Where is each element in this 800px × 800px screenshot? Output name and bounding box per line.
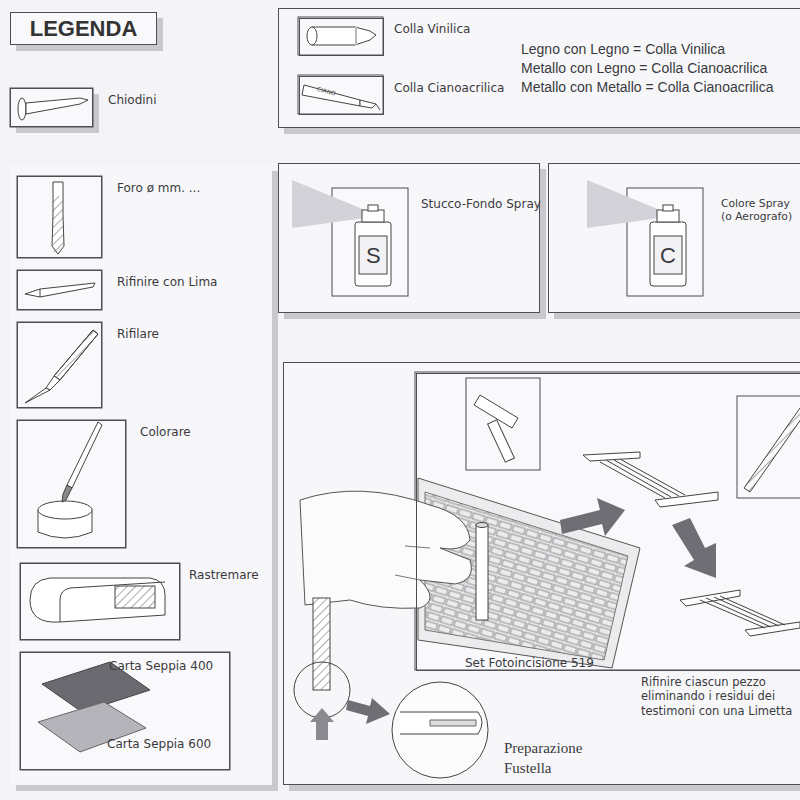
box-label: Carta Seppia 400 xyxy=(109,659,213,674)
legend-box: Foro ø mm. ... xyxy=(17,176,102,258)
box-label: Carta Seppia 600 xyxy=(107,737,211,752)
legend-box: Stucco-Fondo Spray xyxy=(278,163,540,313)
box-label: Rastremare xyxy=(189,568,259,583)
box-label: Colla Vinilica xyxy=(394,22,470,37)
can-letter: S xyxy=(366,242,381,270)
box-label: Preparazione Fustella xyxy=(504,739,614,778)
box-label: Rifilare xyxy=(117,327,159,342)
legend-box: Chiodini xyxy=(10,88,93,127)
legend-box: Colla Cianoacrilica xyxy=(299,76,384,115)
legend-box: Colorare xyxy=(17,420,126,548)
box-label: Set Fotoincisione 519 xyxy=(465,656,594,671)
box-label: Rifinire ciascun pezzo eliminando i resi… xyxy=(641,675,793,718)
box-label: Legno con Legno = Colla Vinilica xyxy=(521,41,725,59)
box-label: Stucco-Fondo Spray xyxy=(421,197,541,212)
legend-box: Rastremare xyxy=(20,563,180,640)
box-label: Metallo con Legno = Colla Cianoacrilica xyxy=(521,60,767,78)
legend-box: Set Fotoincisione 519 xyxy=(416,373,800,671)
legend-box: Rifilare xyxy=(17,322,102,408)
box-label: Metallo con Metallo = Colla Cianoacrilic… xyxy=(521,79,774,97)
legend-box: Colla Vinilica xyxy=(299,18,384,56)
legend-box: Carta Seppia 400Carta Seppia 600 xyxy=(20,652,230,770)
legend-box: Legno con Legno = Colla VinilicaMetallo … xyxy=(278,8,800,128)
box-label: Colla Cianoacrilica xyxy=(394,81,504,96)
box-label: Colore Spray (o Aerografo) xyxy=(721,197,799,224)
box-label: Rifinire con Lima xyxy=(117,275,217,290)
legend-title: LEGENDA xyxy=(10,12,157,45)
box-label: Foro ø mm. ... xyxy=(117,181,200,196)
legend-box: Colore Spray (o Aerografo) xyxy=(548,163,800,313)
box-label: Chiodini xyxy=(108,93,157,108)
legend-box: Rifinire ciascun pezzo eliminando i resi… xyxy=(283,362,800,785)
legend-box: Rifinire con Lima xyxy=(17,270,102,310)
can-letter: C xyxy=(660,242,676,270)
box-label: Colorare xyxy=(140,425,191,440)
